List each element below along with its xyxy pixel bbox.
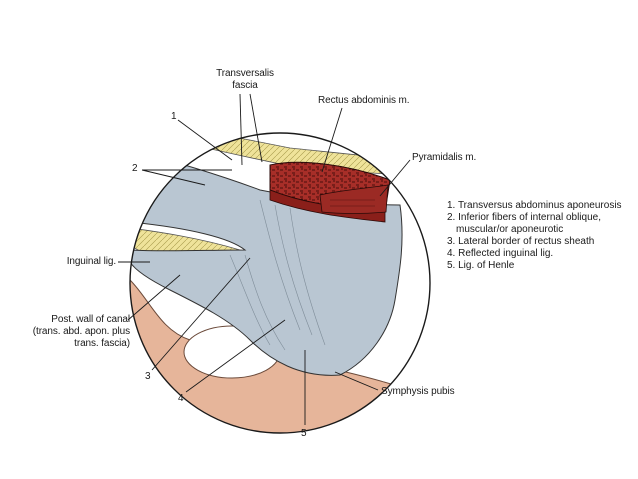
label-symphysis-pubis: Symphysis pubis xyxy=(381,386,455,397)
legend-item-4: 4. Reflected inguinal lig. xyxy=(447,248,554,259)
label-transversalis-line2: fascia xyxy=(232,80,258,91)
label-post-wall: Post. wall of canal (trans. abd. apon. p… xyxy=(18,314,130,350)
legend-item-1: 1. Transversus abdominus aponeurosis xyxy=(447,200,622,211)
label-rectus-abdominis: Rectus abdominis m. xyxy=(318,95,410,106)
label-number-1: 1 xyxy=(171,111,177,122)
label-number-5: 5 xyxy=(301,428,307,439)
label-transversalis-line1: Transversalis xyxy=(216,68,274,79)
label-number-2: 2 xyxy=(132,163,138,174)
legend: 1. Transversus abdominus aponeurosis 2. … xyxy=(447,200,622,272)
label-number-3: 3 xyxy=(145,371,151,382)
legend-item-3: 3. Lateral border of rectus sheath xyxy=(447,236,595,247)
legend-item-2: 2. Inferior fibers of internal oblique, xyxy=(447,212,601,223)
pyramidalis-muscle xyxy=(319,184,389,214)
label-transversalis-fascia: Transversalis fascia xyxy=(205,68,285,92)
label-inguinal-lig: Inguinal lig. xyxy=(66,256,116,267)
legend-item-2-cont: muscular/or aponeurotic xyxy=(456,224,564,235)
legend-item-5: 5. Lig. of Henle xyxy=(447,260,515,271)
label-post-wall-line2: (trans. abd. apon. plus xyxy=(32,326,130,337)
label-number-4: 4 xyxy=(178,393,184,404)
label-post-wall-line3: trans. fascia) xyxy=(74,338,130,349)
label-pyramidalis: Pyramidalis m. xyxy=(412,152,477,163)
label-post-wall-line1: Post. wall of canal xyxy=(51,314,130,325)
